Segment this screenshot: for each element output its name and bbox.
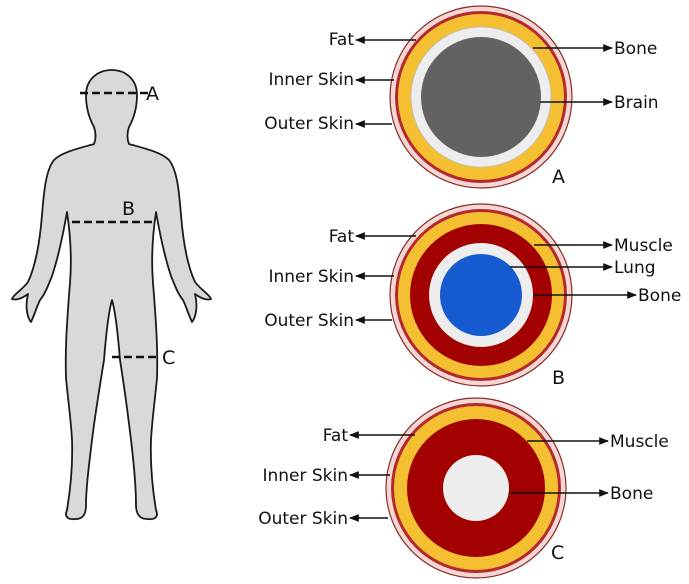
body-silhouette [12, 70, 211, 519]
label-muscle: Muscle [610, 432, 669, 452]
section-letter-a: A [552, 166, 565, 188]
human-body-figure: A B C [12, 70, 211, 519]
label-bone: Bone [638, 286, 681, 306]
label-bone: Bone [614, 39, 657, 59]
label-brain: Brain [614, 93, 659, 113]
cross-section-b: Fat Inner Skin Outer Skin Muscle Lung Bo… [264, 204, 681, 389]
label-fat: Fat [329, 30, 355, 50]
brain-core [421, 37, 541, 157]
label-fat: Fat [329, 227, 355, 247]
cross-section-c: Fat Inner Skin Outer Skin Muscle Bone C [258, 398, 669, 578]
lung-core [440, 254, 522, 336]
label-muscle: Muscle [614, 236, 673, 256]
marker-b-label: B [122, 198, 135, 220]
label-inner-skin: Inner Skin [262, 466, 348, 486]
bone-core [443, 455, 509, 521]
section-letter-b: B [552, 367, 565, 389]
label-inner-skin: Inner Skin [268, 267, 354, 287]
label-lung: Lung [614, 258, 656, 278]
label-inner-skin: Inner Skin [268, 70, 354, 90]
label-outer-skin: Outer Skin [264, 311, 354, 331]
section-letter-c: C [551, 542, 564, 564]
marker-c-label: C [162, 347, 175, 369]
cross-section-a: Fat Inner Skin Outer Skin Bone Brain A [264, 6, 658, 188]
label-outer-skin: Outer Skin [264, 114, 354, 134]
marker-a-label: A [146, 83, 159, 105]
label-outer-skin: Outer Skin [258, 509, 348, 529]
label-bone: Bone [610, 484, 653, 504]
label-fat: Fat [323, 426, 349, 446]
